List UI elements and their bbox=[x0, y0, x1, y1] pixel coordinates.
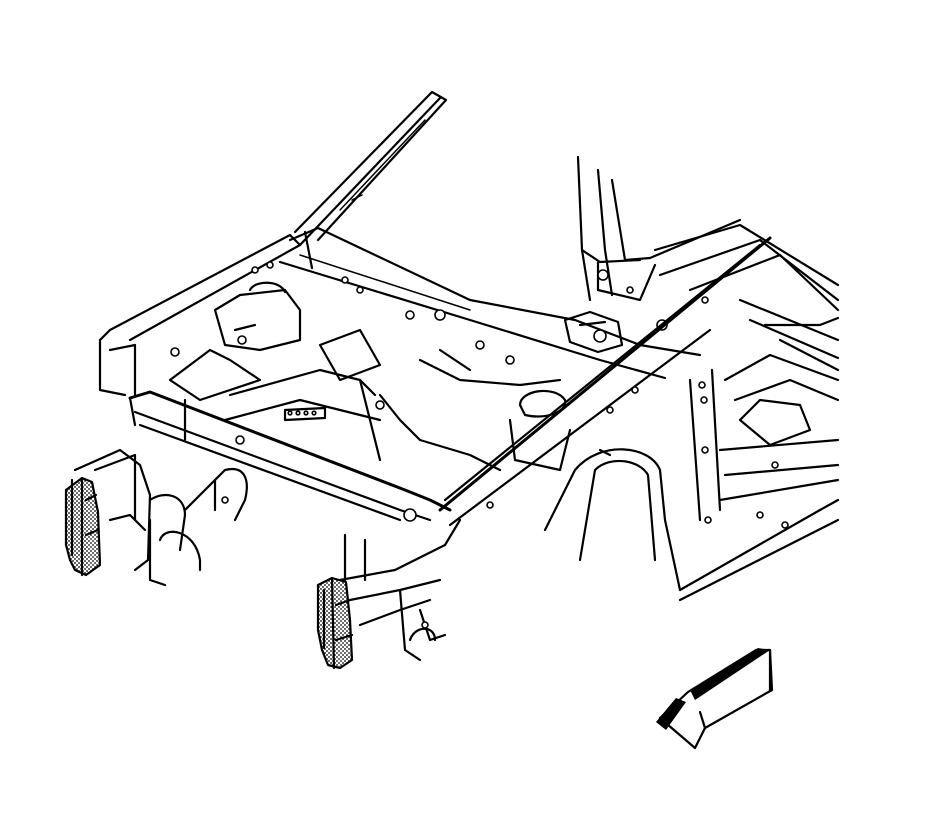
left-lower-rail bbox=[73, 448, 248, 587]
right-lower-rail bbox=[338, 518, 462, 662]
cowl-panel bbox=[278, 226, 702, 380]
arrow-icon bbox=[656, 648, 774, 750]
right-fender-rail bbox=[438, 236, 772, 527]
left-bumper-bracket bbox=[64, 476, 102, 577]
left-engine-compartment bbox=[98, 233, 562, 472]
right-bumper-bracket bbox=[316, 576, 354, 670]
windshield-pillar bbox=[293, 90, 448, 247]
front-upper-tie-bar bbox=[128, 390, 452, 522]
rear-body-structure bbox=[576, 155, 840, 372]
right-shock-tower bbox=[508, 310, 624, 472]
right-wheelhouse bbox=[543, 353, 840, 602]
